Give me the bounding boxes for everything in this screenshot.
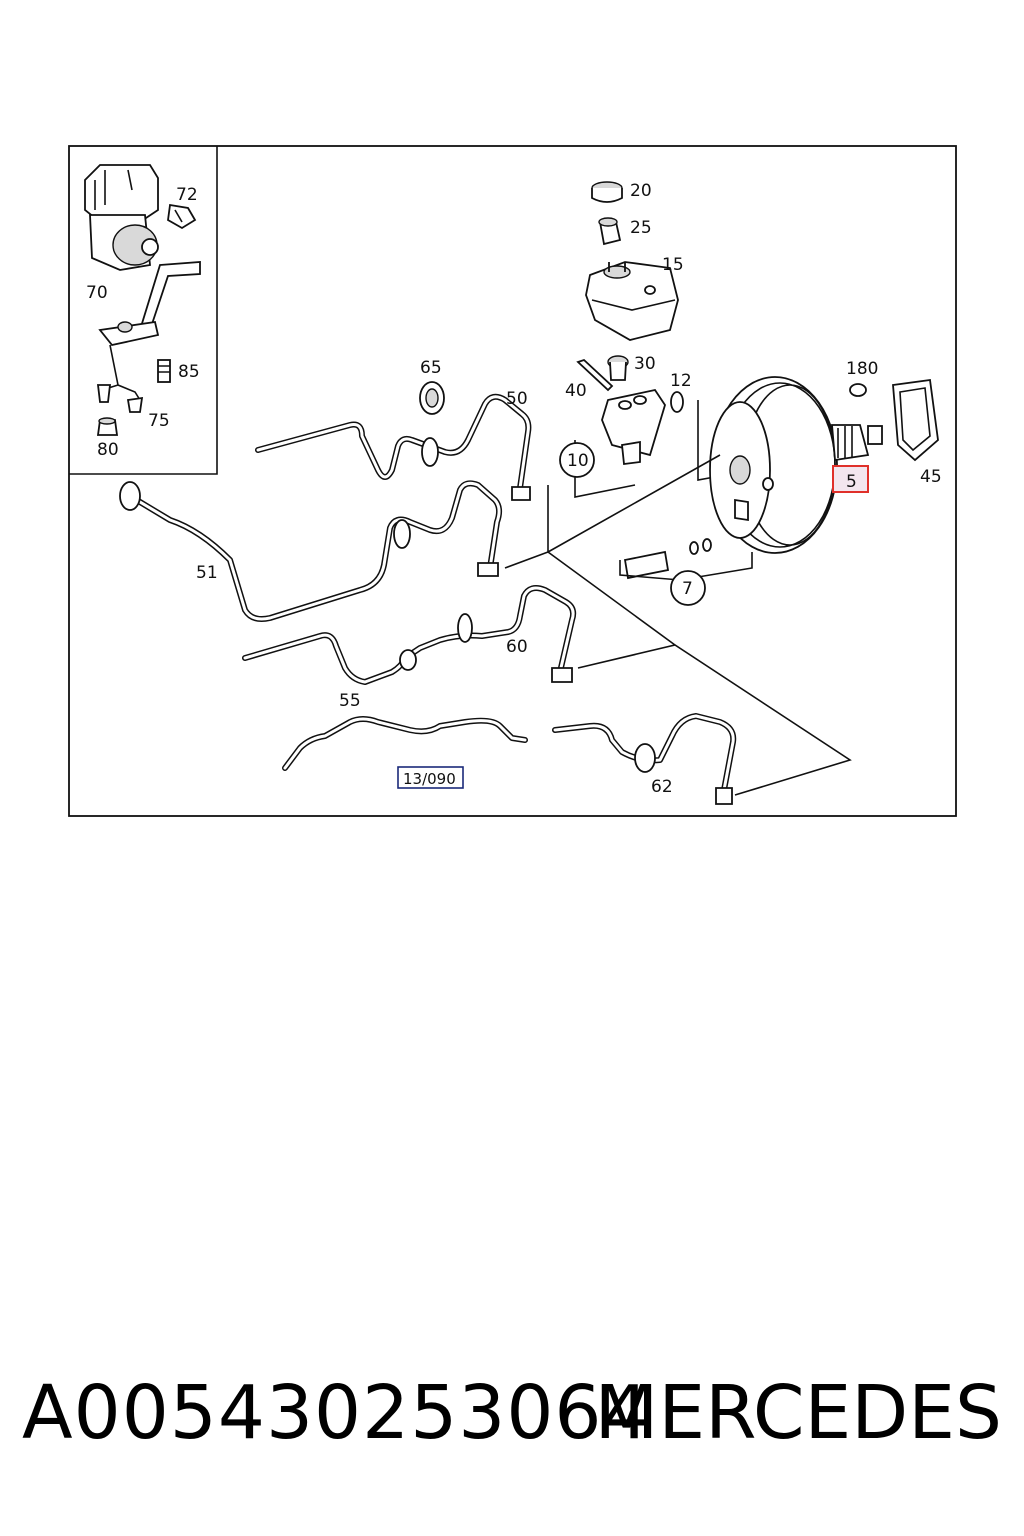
label-25: 25 xyxy=(630,218,652,238)
label-62: 62 xyxy=(651,777,673,797)
label-40: 40 xyxy=(565,381,587,401)
label-80: 80 xyxy=(97,440,119,460)
label-60: 60 xyxy=(506,637,528,657)
reservoir-parts-drawing xyxy=(585,181,679,341)
label-180: 180 xyxy=(846,359,878,379)
label-20: 20 xyxy=(630,181,652,201)
brand-name: MERCEDES xyxy=(594,1370,1002,1456)
reference-box[interactable] xyxy=(397,766,464,789)
label-55: 55 xyxy=(339,691,361,711)
brake-lines-drawing xyxy=(119,381,852,805)
brake-booster-drawing xyxy=(547,376,939,581)
label-72: 72 xyxy=(176,185,198,205)
reference-label: 13/090 xyxy=(403,770,456,788)
diagram-frame xyxy=(68,145,957,817)
label-7: 7 xyxy=(682,579,693,599)
label-10: 10 xyxy=(567,451,589,471)
callout-circle-10 xyxy=(559,442,595,478)
abs-unit-drawing xyxy=(84,164,201,436)
label-65: 65 xyxy=(420,358,442,378)
part-number: A005430253064 xyxy=(22,1370,651,1456)
label-75: 75 xyxy=(148,411,170,431)
inset-panel-border xyxy=(69,146,218,475)
label-85: 85 xyxy=(178,362,200,382)
label-45: 45 xyxy=(920,467,942,487)
label-12: 12 xyxy=(670,371,692,391)
label-50: 50 xyxy=(506,389,528,409)
highlight-box-5[interactable] xyxy=(832,465,869,493)
callout-circle-7 xyxy=(670,570,706,606)
label-15: 15 xyxy=(662,255,684,275)
master-cylinder-drawing xyxy=(574,355,721,498)
label-5: 5 xyxy=(846,472,857,492)
label-30: 30 xyxy=(634,354,656,374)
label-70: 70 xyxy=(86,283,108,303)
footer: A005430253064 MERCEDES xyxy=(0,1370,1024,1480)
label-51: 51 xyxy=(196,563,218,583)
brake-system-diagram: 72 70 85 75 80 20 25 15 30 40 12 10 180 … xyxy=(68,145,957,817)
